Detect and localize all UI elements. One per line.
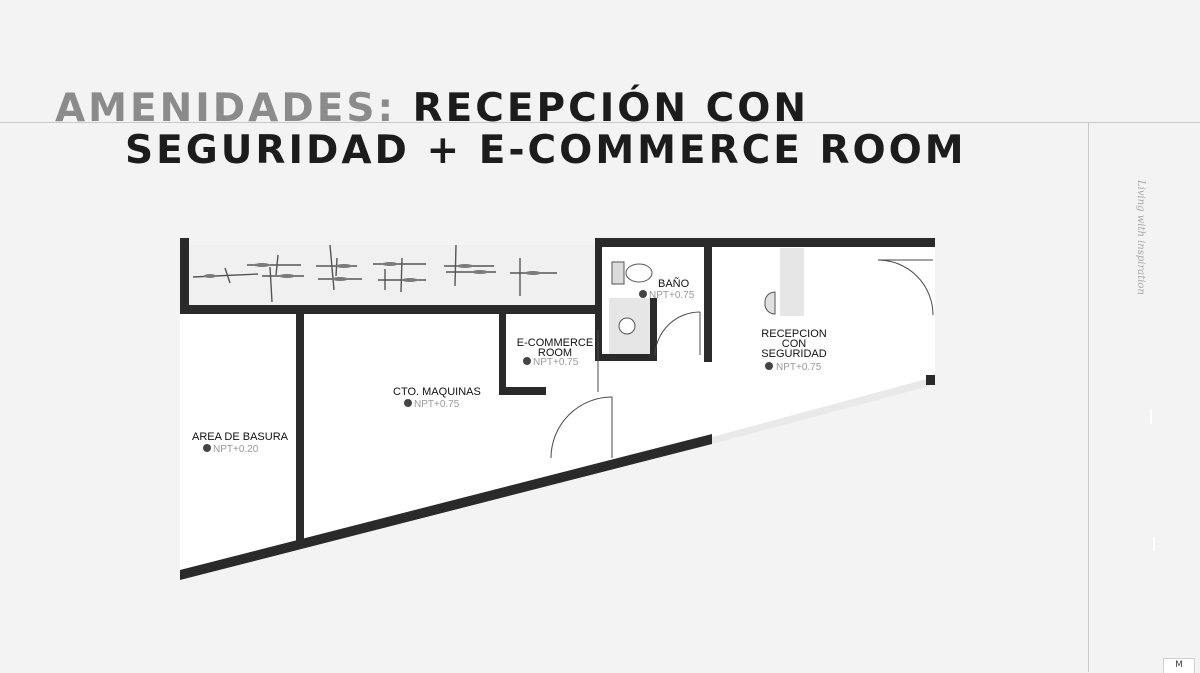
page-title: AMENIDADES: RECEPCIÓN CON SEGURIDAD + E-…	[55, 88, 967, 172]
room-label-ecommerce-1: E-COMMERCE	[517, 337, 593, 349]
sink-icon	[618, 317, 636, 335]
level-text: NPT+0.75	[649, 290, 695, 301]
level-text: NPT+0.75	[414, 399, 460, 410]
chair-icon	[764, 291, 776, 315]
room-label-recepcion-2: CON	[782, 338, 807, 350]
room-label-recepcion-3: SEGURIDAD	[761, 348, 826, 360]
room-label-ecommerce-2: ROOM	[538, 347, 572, 359]
room-label-maquinas: CTO. MAQUINAS	[393, 386, 481, 398]
room-label-recepcion-1: RECEPCION	[761, 328, 826, 340]
toilet-icon	[611, 261, 653, 285]
bicycle-wheels	[204, 262, 541, 282]
level-text: NPT+0.20	[213, 444, 259, 455]
level-marker-recepcion: NPT+0.75	[765, 362, 822, 373]
glass-facade	[712, 378, 930, 444]
door-swings	[550, 259, 934, 459]
sidebar-rule	[1088, 122, 1089, 672]
level-marker-maquinas: NPT+0.75	[404, 399, 460, 410]
parking-strip	[189, 245, 595, 306]
level-marker-basura: NPT+0.20	[203, 444, 259, 455]
title-prefix: AMENIDADES:	[55, 86, 397, 131]
walls	[180, 238, 935, 580]
title-line-1: RECEPCIÓN CON	[412, 86, 810, 131]
sidebar-marker	[1150, 410, 1152, 424]
level-marker-ecommerce: NPT+0.75	[523, 357, 579, 368]
corner-badge[interactable]: M	[1163, 658, 1195, 673]
sidebar-marker	[1153, 537, 1155, 551]
title-line-2: SEGURIDAD + E-COMMERCE ROOM	[125, 128, 967, 173]
floor-area	[180, 313, 935, 578]
level-text: NPT+0.75	[776, 362, 822, 373]
bicycle-icons	[192, 244, 557, 303]
room-label-bano: BAÑO	[658, 277, 690, 290]
header-rule	[0, 122, 1200, 123]
room-label-basura: AREA DE BASURA	[192, 431, 289, 443]
reception-counter	[780, 248, 804, 316]
level-marker-bano: NPT+0.75	[639, 290, 695, 301]
level-text: NPT+0.75	[533, 357, 579, 368]
